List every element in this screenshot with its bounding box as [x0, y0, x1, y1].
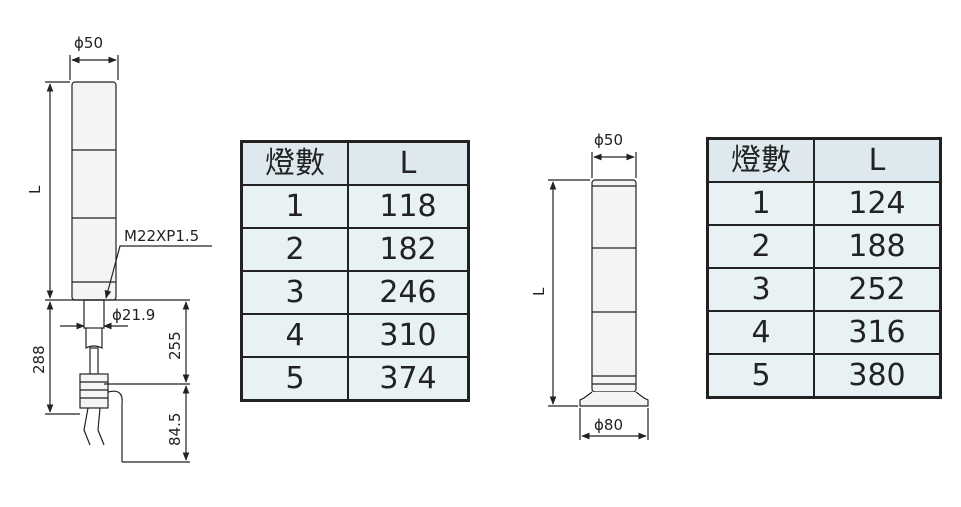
left-dimension-lines	[45, 55, 212, 463]
table-row: 5 374	[240, 356, 470, 402]
header-count: 燈數	[706, 137, 815, 183]
right-dimension-lines	[548, 152, 649, 440]
cell-length: 118	[347, 184, 470, 229]
cell-count: 1	[706, 181, 815, 226]
table-row: 3 246	[240, 270, 470, 315]
cell-length: 246	[347, 270, 470, 315]
right-length-table: 燈數 L 1 124 2 188 3 252 4 316 5 380	[706, 137, 942, 399]
table-row: 1 118	[240, 184, 470, 229]
cell-count: 2	[240, 227, 349, 272]
table-row: 3 252	[706, 267, 942, 312]
table-row: 2 182	[240, 227, 470, 272]
cell-length: 374	[347, 356, 470, 402]
total-length-label: 288	[30, 345, 48, 374]
cell-length: 188	[813, 224, 942, 269]
cell-count: 5	[706, 353, 815, 399]
bracket-length-label: 84.5	[166, 413, 184, 446]
cell-length: 310	[347, 313, 470, 358]
cell-length: 252	[813, 267, 942, 312]
cell-count: 1	[240, 184, 349, 229]
left-top-diameter-label: ϕ50	[74, 34, 103, 52]
cell-length: 316	[813, 310, 942, 355]
table-row: 4 316	[706, 310, 942, 355]
cell-length: 124	[813, 181, 942, 226]
table-row: 5 380	[706, 353, 942, 399]
right-tower-light	[579, 179, 649, 407]
cell-count: 3	[706, 267, 815, 312]
table-row: 4 310	[240, 313, 470, 358]
cell-count: 2	[706, 224, 815, 269]
right-top-diameter-label: ϕ50	[594, 131, 623, 149]
header-length: L	[347, 140, 470, 186]
left-length-table: 燈數 L 1 118 2 182 3 246 4 310 5 374	[240, 140, 470, 402]
right-height-label: L	[530, 287, 548, 296]
cell-count: 3	[240, 270, 349, 315]
table-header-row: 燈數 L	[240, 140, 470, 186]
table-row: 2 188	[706, 224, 942, 269]
cell-length: 380	[813, 353, 942, 399]
left-height-label: L	[26, 185, 44, 194]
header-count: 燈數	[240, 140, 349, 186]
pole-diameter-label: ϕ21.9	[112, 306, 155, 324]
cell-count: 5	[240, 356, 349, 402]
pole-length-label: 255	[166, 331, 184, 360]
cell-length: 182	[347, 227, 470, 272]
header-length: L	[813, 137, 942, 183]
base-diameter-label: ϕ80	[594, 416, 623, 434]
cell-count: 4	[240, 313, 349, 358]
table-row: 1 124	[706, 181, 942, 226]
table-header-row: 燈數 L	[706, 137, 942, 183]
left-tower-light	[71, 81, 123, 462]
thread-spec-label: M22XP1.5	[124, 227, 199, 245]
cell-count: 4	[706, 310, 815, 355]
